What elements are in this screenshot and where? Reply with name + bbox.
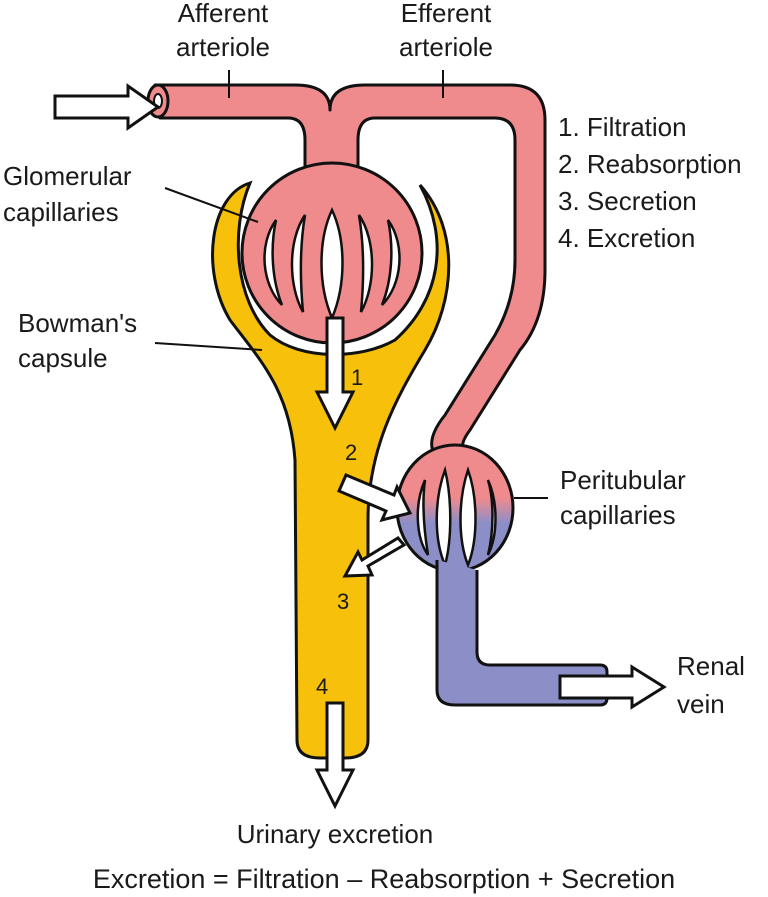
- bowman-label-line1: Bowman's: [18, 308, 137, 338]
- efferent-label-line1: Efferent: [401, 0, 492, 28]
- afferent-label-line2: arteriole: [176, 32, 270, 62]
- step-number-3: 3: [337, 589, 349, 614]
- legend-item-secretion: 3. Secretion: [558, 186, 697, 216]
- renal-label-line1: Renal: [677, 651, 745, 681]
- glomerular-capillary-loops: [263, 207, 401, 322]
- filtration-arrow: [314, 316, 356, 432]
- annotation-labels: Afferent arteriole Efferent arteriole Gl…: [3, 0, 745, 894]
- step-number-1: 1: [351, 365, 363, 390]
- bowman-label-line2: capsule: [18, 343, 108, 373]
- peritubular-label-line1: Peritubular: [560, 465, 686, 495]
- leader-lines: [154, 70, 548, 499]
- urinary-excretion-label: Urinary excretion: [237, 819, 434, 849]
- excretion-arrow: [314, 701, 356, 810]
- inflow-arrow: [53, 83, 161, 131]
- legend-item-excretion: 4. Excretion: [558, 223, 695, 253]
- step-number-2: 2: [345, 440, 357, 465]
- process-legend: 1. Filtration 2. Reabsorption 3. Secreti…: [558, 112, 742, 253]
- legend-item-reabsorption: 2. Reabsorption: [558, 149, 742, 179]
- renal-label-line2: vein: [677, 689, 725, 719]
- glomerular-label-line1: Glomerular: [3, 161, 132, 191]
- bowmans-capsule-tubule: [211, 180, 451, 760]
- peritubular-capillary-loops: [416, 465, 497, 569]
- step-number-4: 4: [316, 674, 328, 699]
- step-numbers: 1 2 3 4: [316, 365, 363, 699]
- reabsorption-arrow: [337, 473, 413, 523]
- peritubular-label-line2: capillaries: [560, 500, 676, 530]
- afferent-label-line1: Afferent: [178, 0, 269, 28]
- outflow-arrow: [558, 664, 667, 710]
- secretion-arrow: [342, 536, 407, 578]
- glomerular-label-line2: capillaries: [3, 197, 119, 227]
- efferent-label-line2: arteriole: [399, 32, 493, 62]
- legend-item-filtration: 1. Filtration: [558, 112, 687, 142]
- flow-arrows: [53, 83, 667, 810]
- excretion-equation: Excretion = Filtration – Reabsorption + …: [93, 864, 675, 894]
